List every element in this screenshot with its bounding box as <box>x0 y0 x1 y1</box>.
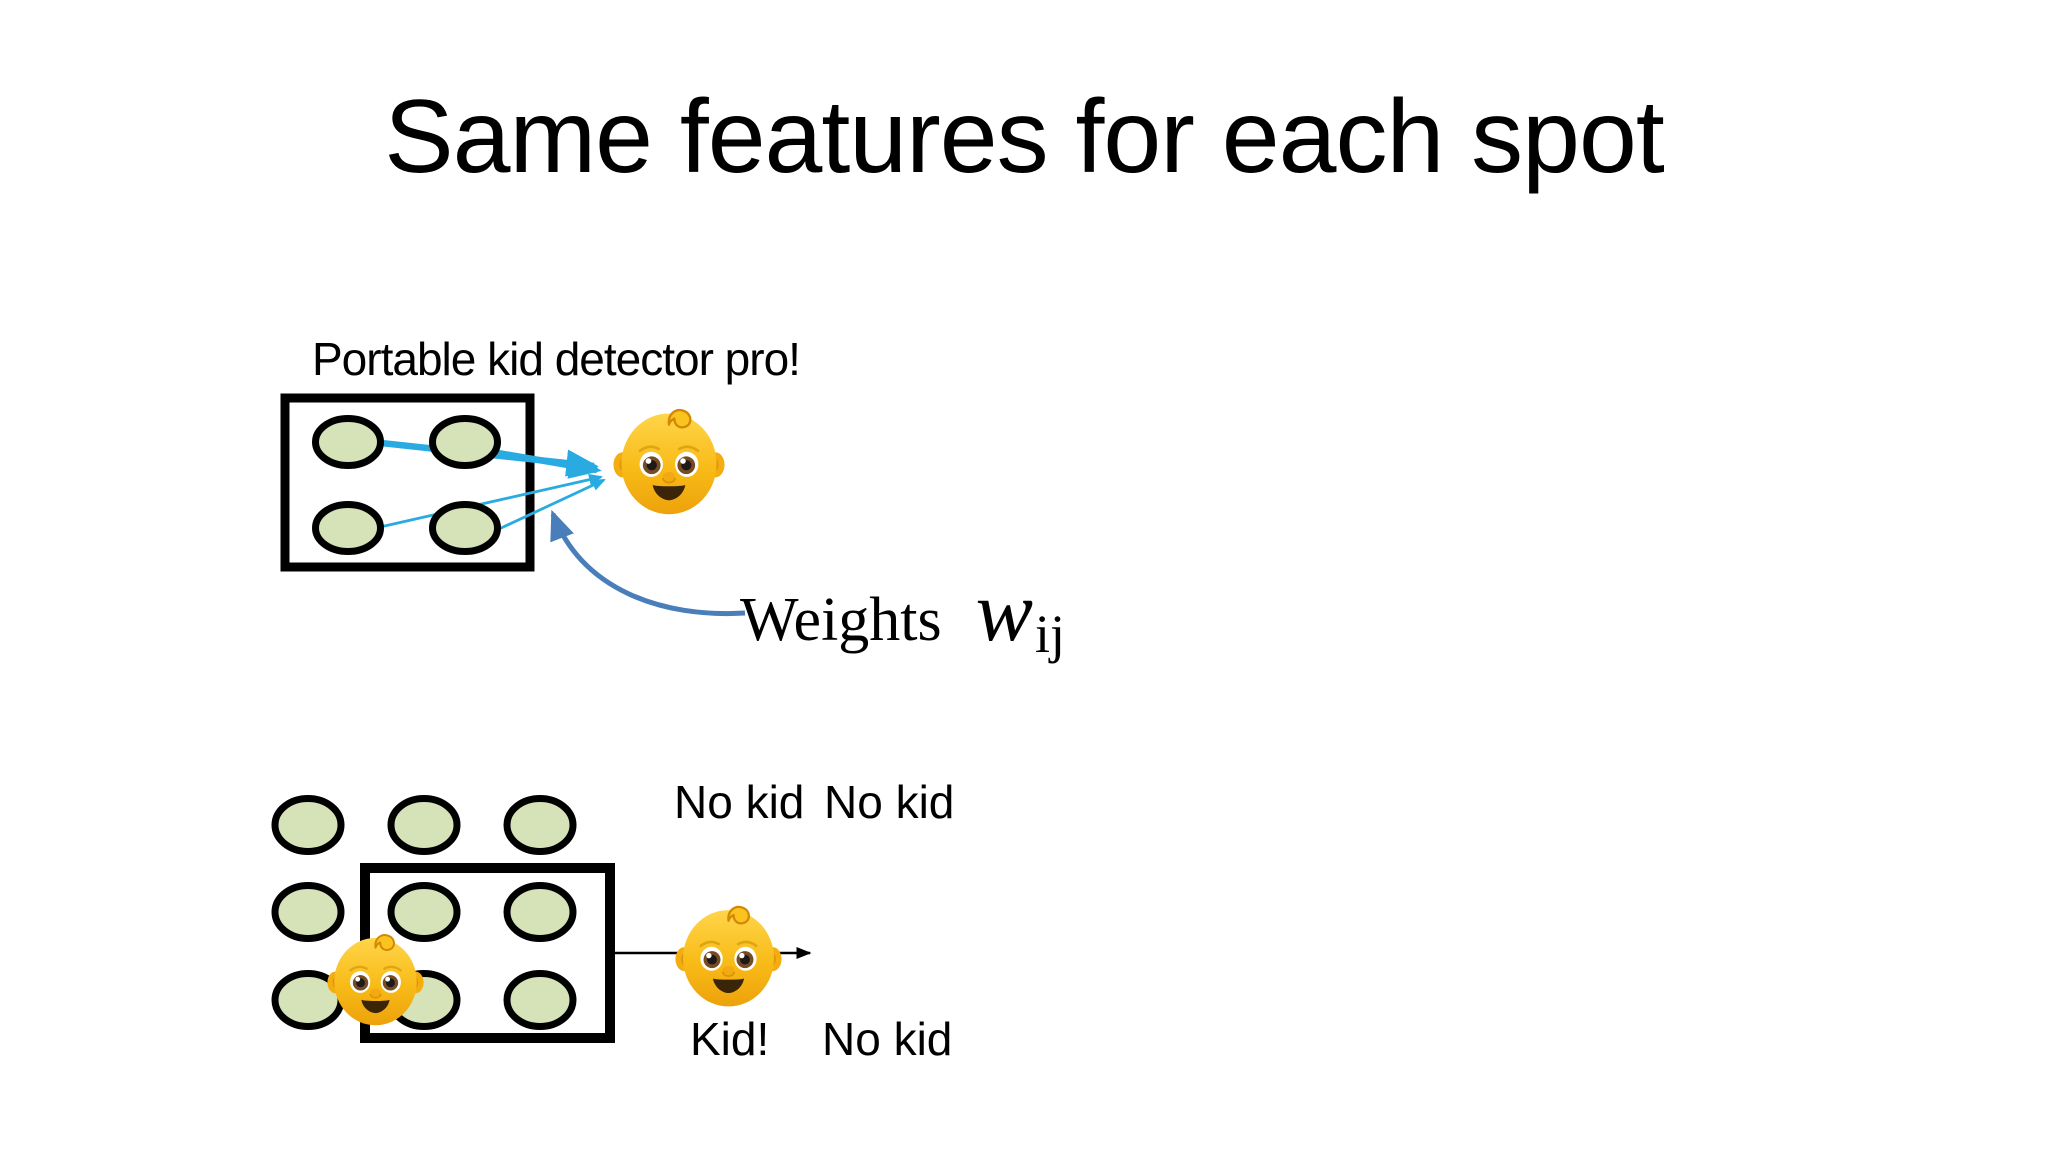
result-label-kid: Kid! <box>690 1013 770 1065</box>
result-label-no-kid-3: No kid <box>822 1013 953 1065</box>
baby-emoji <box>675 905 782 1008</box>
weight-arrow <box>498 478 606 531</box>
weight-arrow <box>497 449 602 479</box>
feature-oval <box>503 882 577 942</box>
slide-title: Same features for each spot <box>384 79 1665 195</box>
top-diagram-caption: Portable kid detector pro! <box>312 333 801 385</box>
weight-arrow <box>379 473 604 529</box>
weights-subscript: ij <box>1035 604 1066 664</box>
weights-symbol: w <box>975 563 1034 659</box>
feature-oval <box>312 415 384 469</box>
weights-pointer-arrow <box>550 509 746 617</box>
baby-emoji <box>612 408 726 516</box>
result-label-no-kid-2: No kid <box>824 776 955 828</box>
feature-oval <box>271 795 345 855</box>
weights-label: Weights w ij <box>740 563 1065 661</box>
weights-text: Weights <box>740 586 942 654</box>
feature-oval <box>503 795 577 855</box>
result-label-no-kid-1: No kid <box>674 776 805 828</box>
sliding-window-diagram <box>271 795 812 1043</box>
feature-oval <box>312 501 384 555</box>
feature-oval <box>271 882 345 942</box>
feature-oval <box>503 970 577 1030</box>
feature-oval <box>387 795 461 855</box>
feature-oval <box>429 415 501 469</box>
feature-oval <box>387 882 461 942</box>
kid-detector-diagram <box>280 393 746 617</box>
feature-oval <box>429 501 501 555</box>
